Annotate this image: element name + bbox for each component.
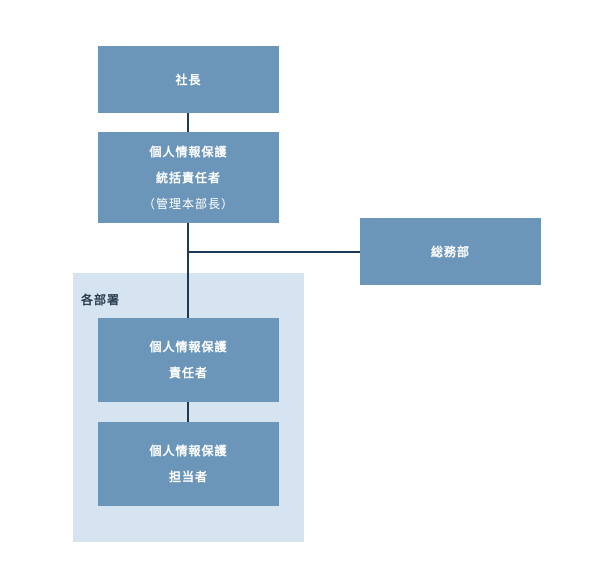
connector-president-chief — [187, 113, 189, 132]
connector-to-general-affairs — [187, 251, 360, 253]
connector-chief-responsible — [187, 223, 189, 318]
node-responsible-person-line1: 個人情報保護 — [149, 340, 228, 354]
departments-group-label: 各部署 — [81, 293, 121, 307]
node-staff-person-line1: 個人情報保護 — [149, 444, 228, 458]
node-chief-officer-line1: 個人情報保護 — [149, 144, 228, 159]
node-responsible-person: 個人情報保護 責任者 — [98, 318, 279, 402]
node-general-affairs-label: 総務部 — [430, 244, 470, 259]
node-chief-officer-line2: 統括責任者 — [155, 170, 221, 185]
node-president-label: 社長 — [175, 72, 202, 87]
node-president: 社長 — [98, 46, 279, 113]
node-chief-officer-line3: （管理本部長） — [142, 196, 234, 211]
node-staff-person: 個人情報保護 担当者 — [98, 422, 279, 506]
node-general-affairs: 総務部 — [360, 218, 541, 285]
node-responsible-person-line2: 責任者 — [168, 366, 208, 380]
node-chief-officer: 個人情報保護 統括責任者 （管理本部長） — [98, 132, 279, 223]
connector-responsible-staff — [187, 402, 189, 422]
node-staff-person-line2: 担当者 — [168, 470, 208, 484]
